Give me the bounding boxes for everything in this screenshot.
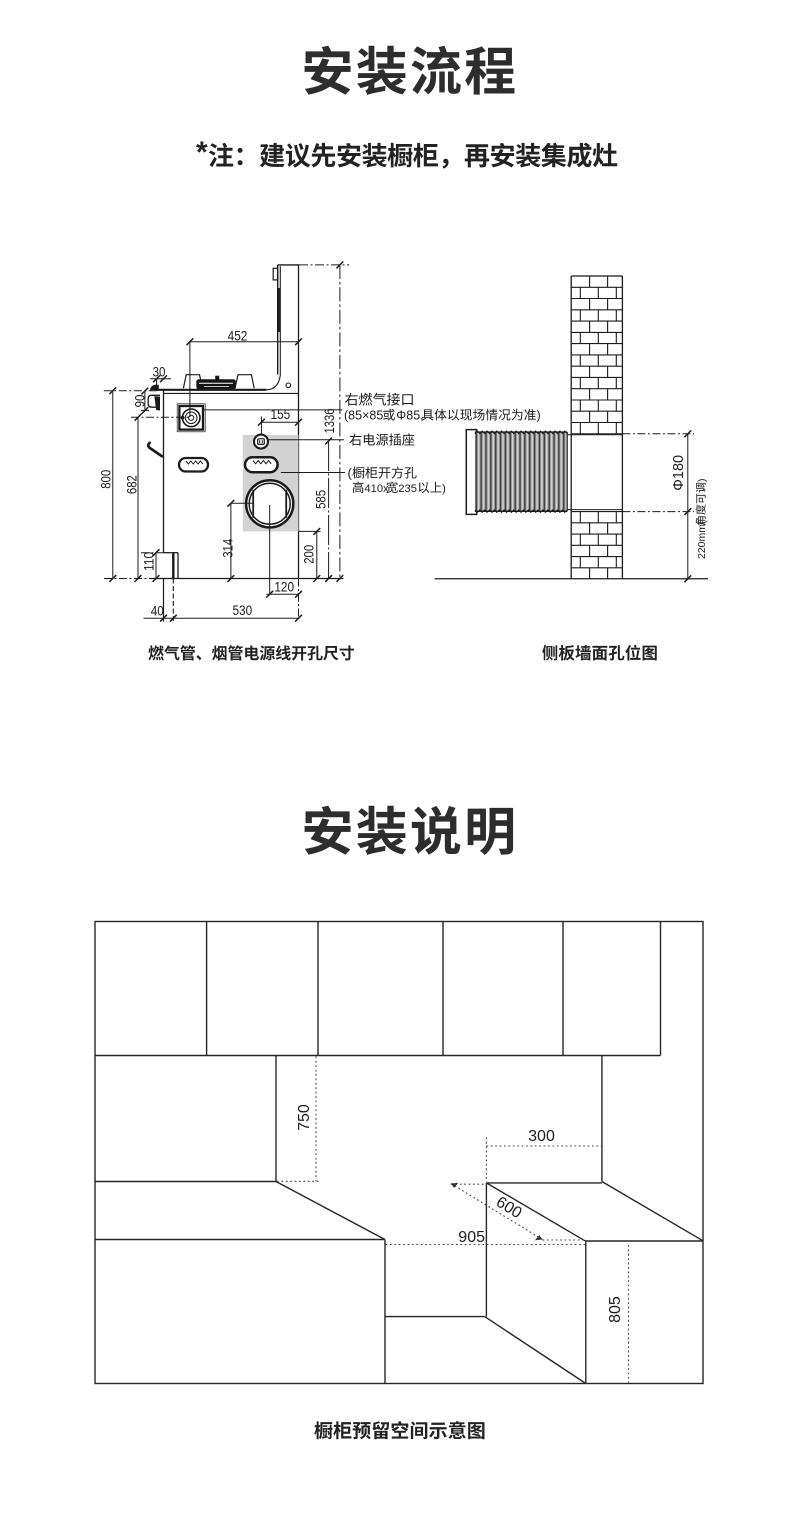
svg-text:410x: 410x: [364, 483, 389, 495]
svg-text:30: 30: [153, 364, 166, 379]
svg-text:(: (: [348, 466, 353, 481]
svg-text:682: 682: [125, 475, 140, 494]
svg-text:155: 155: [271, 407, 291, 422]
svg-text:530: 530: [232, 603, 252, 618]
svg-text:): ): [696, 479, 708, 483]
svg-text:452: 452: [228, 328, 248, 343]
svg-text:1336: 1336: [322, 408, 337, 433]
svg-text:Φ85,: Φ85,: [396, 409, 423, 423]
svg-text:): ): [442, 483, 446, 495]
svg-text:314: 314: [221, 539, 236, 558]
svg-text:(85×85: (85×85: [344, 409, 383, 423]
svg-text:*: *: [196, 136, 208, 169]
svg-text:805: 805: [607, 1296, 624, 1323]
svg-text:750: 750: [296, 1104, 313, 1131]
svg-text:90: 90: [132, 394, 147, 407]
svg-text:235: 235: [398, 483, 417, 495]
svg-text:585: 585: [314, 490, 329, 509]
svg-text:120: 120: [274, 579, 294, 594]
svg-text:Φ180: Φ180: [671, 455, 687, 491]
svg-text:40: 40: [151, 603, 164, 618]
svg-text:800: 800: [99, 470, 114, 489]
svg-text:300: 300: [528, 1128, 555, 1145]
svg-text:905: 905: [458, 1229, 485, 1246]
svg-text:): ): [537, 409, 541, 423]
svg-text:220mm(: 220mm(: [696, 520, 708, 559]
svg-text:110: 110: [141, 552, 156, 571]
svg-text:200: 200: [301, 545, 316, 564]
